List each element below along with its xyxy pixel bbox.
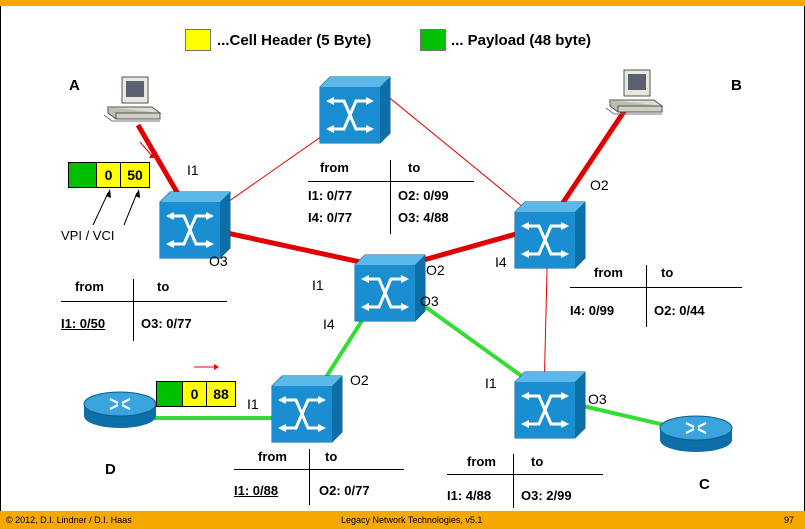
atm-cell-d: 0 88	[156, 381, 236, 407]
cell-d-vci: 88	[207, 382, 235, 406]
table-s5-r1-from: I1: 0/88	[234, 483, 279, 498]
port-s6-o3: O3	[588, 391, 607, 407]
atm-switch-3-icon	[353, 253, 427, 323]
footer-course: Legacy Network Technologies, v5.1	[341, 515, 483, 525]
table-s2-hline	[308, 181, 474, 182]
vpi-vci-caption: VPI / VCI	[61, 228, 115, 243]
legend-payload-swatch	[420, 29, 446, 51]
table-s2-vline	[390, 160, 391, 234]
atm-switch-1-icon	[158, 190, 232, 260]
port-s5-i1: I1	[247, 396, 259, 412]
cell-a-vpi: 0	[97, 163, 121, 187]
vpi-pointer-head	[106, 189, 111, 198]
table-s1-r1-to: O3: 0/77	[141, 316, 192, 331]
table-s6-vline	[513, 454, 514, 508]
top-accent-bar	[0, 0, 805, 6]
switching-table-s4: from to I4: 0/99 O2: 0/44	[570, 265, 742, 327]
switching-table-s1: from to I1: 0/50 O3: 0/77	[61, 279, 231, 341]
table-s1-from-header: from	[75, 279, 104, 294]
footer-copyright: © 2012, D.I. Lindner / D.I. Haas	[6, 515, 132, 525]
cell-d-vpi: 0	[183, 382, 207, 406]
table-s6-r1-from: I1: 4/88	[447, 488, 492, 503]
arrow-a-head	[149, 152, 154, 158]
table-s2-to-header: to	[408, 160, 421, 175]
vci-pointer-head	[135, 189, 140, 198]
port-s1-i1: I1	[187, 162, 199, 178]
table-s5-r1-to: O2: 0/77	[319, 483, 370, 498]
table-s2-r1-to: O2: 0/99	[398, 188, 449, 203]
switching-table-s2: from to I1: 0/77 O2: 0/99 I4: 0/77 O3: 4…	[308, 160, 476, 234]
table-s2-r2-from: I4: 0/77	[308, 210, 353, 225]
port-s3-o3: O3	[420, 293, 439, 309]
table-s5-hline	[234, 469, 404, 470]
atm-switch-6-icon	[513, 370, 587, 440]
table-s2-r1-from: I1: 0/77	[308, 188, 353, 203]
cell-a-vci: 50	[121, 163, 149, 187]
legend-header-swatch	[185, 29, 211, 51]
table-s4-from-header: from	[594, 265, 623, 280]
node-d-label: D	[105, 461, 116, 478]
table-s6-to-header: to	[531, 454, 544, 469]
switching-table-s6: from to I1: 4/88 O3: 2/99	[447, 454, 607, 508]
atm-switch-4-icon	[513, 200, 587, 270]
port-s6-i1: I1	[485, 375, 497, 391]
table-s6-hline	[447, 474, 603, 475]
arrow-d-head	[214, 364, 219, 370]
table-s1-to-header: to	[157, 279, 170, 294]
table-s2-from-header: from	[320, 160, 349, 175]
table-s1-hline	[61, 301, 227, 302]
atm-switch-top-icon	[318, 75, 392, 145]
table-s4-r1-from: I4: 0/99	[570, 303, 615, 318]
cell-d-payload	[157, 382, 183, 406]
footer-page-number: 97	[784, 515, 795, 525]
computer-b-icon	[605, 69, 663, 115]
port-s3-i1: I1	[312, 277, 324, 293]
port-s4-i4: I4	[495, 254, 507, 270]
port-s3-i4: I4	[323, 316, 335, 332]
port-s4-o2: O2	[590, 177, 609, 193]
table-s6-r1-to: O3: 2/99	[521, 488, 572, 503]
table-s4-to-header: to	[661, 265, 674, 280]
frame-left	[0, 6, 1, 511]
atm-switch-5-icon	[270, 374, 344, 444]
router-c-icon	[658, 414, 734, 454]
table-s5-from-header: from	[258, 449, 287, 464]
table-s6-from-header: from	[467, 454, 496, 469]
table-s4-hline	[570, 287, 742, 288]
node-a-label: A	[69, 77, 80, 94]
table-s5-to-header: to	[325, 449, 338, 464]
table-s4-r1-to: O2: 0/44	[654, 303, 705, 318]
vci-pointer	[123, 192, 138, 226]
legend-header-label: ...Cell Header (5 Byte)	[217, 32, 372, 49]
table-s5-vline	[309, 449, 310, 505]
port-s1-o3: O3	[209, 253, 228, 269]
atm-cell-a: 0 50	[68, 162, 150, 188]
table-s1-r1-from: I1: 0/50	[61, 316, 106, 331]
port-s5-o2: O2	[350, 372, 369, 388]
switching-table-s5: from to I1: 0/88 O2: 0/77	[234, 449, 404, 505]
table-s2-r2-to: O3: 4/88	[398, 210, 449, 225]
port-s3-o2: O2	[426, 262, 445, 278]
footer-bar: © 2012, D.I. Lindner / D.I. Haas Legacy …	[0, 511, 805, 529]
router-d-icon	[82, 390, 158, 430]
arrow-a	[139, 141, 153, 157]
table-s4-vline	[646, 265, 647, 327]
cell-a-payload	[69, 163, 97, 187]
computer-a-icon	[103, 76, 161, 122]
node-b-label: B	[731, 77, 742, 94]
legend-payload-label: ... Payload (48 byte)	[451, 32, 592, 49]
node-c-label: C	[699, 476, 710, 493]
link-s2-s4	[379, 89, 546, 226]
vpi-pointer	[92, 192, 109, 226]
table-s1-vline	[133, 279, 134, 341]
